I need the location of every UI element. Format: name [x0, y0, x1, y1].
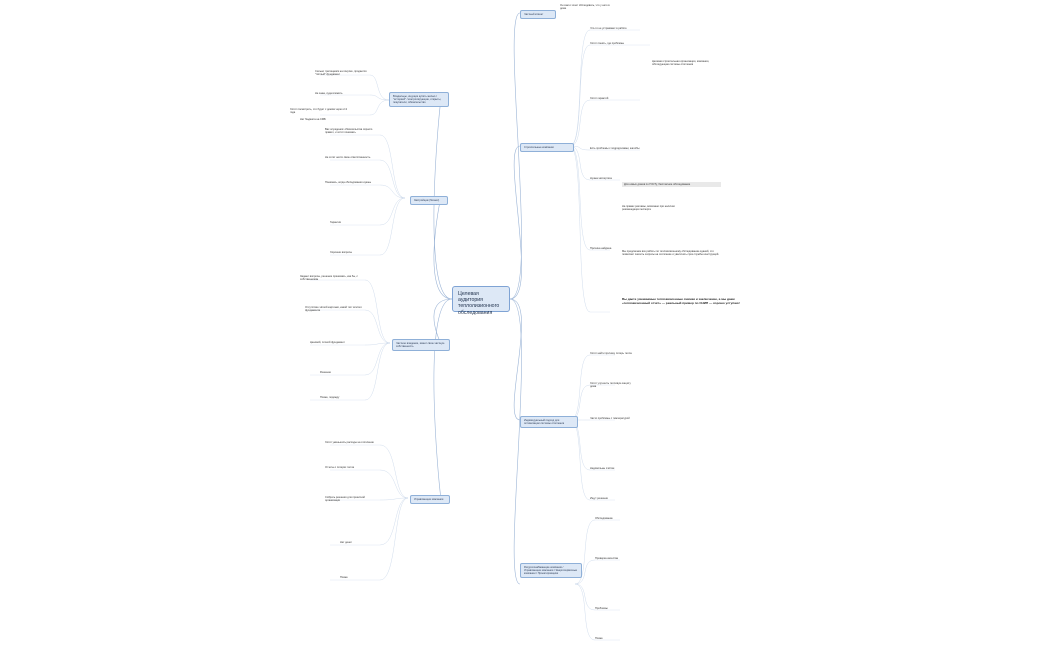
- topic-private-owner[interactable]: Частное владение, имеет свою частную соб…: [392, 339, 450, 352]
- construction-block-3: На правах рекламы, возможно при наличии …: [622, 205, 675, 212]
- construction-item-6: Причина найдена: [590, 247, 612, 250]
- resource-item-1: Обследование: [595, 517, 613, 520]
- resource-item-3: Проблемы: [595, 607, 608, 610]
- construction-item-4: Есть проблемы с подрядчиками, жалобы: [590, 147, 640, 150]
- topic-construction-companies[interactable]: Строительные компании: [520, 143, 574, 153]
- topic-developer[interactable]: Застройщик (бизнес): [410, 196, 448, 206]
- owners-item-3: Хотят посмотреть, что будет с домом чере…: [290, 108, 347, 115]
- owners-item-1: Сильно тратящаяся на покупке, продается …: [315, 70, 367, 77]
- construction-item-2: Хотят понять, где проблемы: [590, 42, 625, 45]
- topic-private-client[interactable]: Частный клиент: [520, 10, 556, 20]
- private-owner-item-1: Задают вопросы, решение принимать, как б…: [300, 275, 358, 282]
- topic-resource-companies[interactable]: Ресурсоснабжающие компании / Управляющие…: [520, 563, 582, 579]
- private-owner-item-3: Ценовой, плохой фундамент: [310, 341, 345, 344]
- management-item-4: Нет денег: [340, 541, 352, 544]
- construction-bold-text: Вы даете узнаваемые тепловизионные снимк…: [622, 297, 740, 305]
- developer-item-2: Не хотят нести свою ответственность: [325, 156, 371, 159]
- private-owner-item-5: Позже, подожду: [320, 396, 340, 399]
- resource-item-4: Позже: [595, 637, 603, 640]
- individual-item-3: Часто проблемы с температурой: [590, 417, 630, 420]
- owners-item-2: Не знаю, куда вложить: [315, 92, 343, 95]
- developer-item-5: Хорошие вопросы: [330, 251, 352, 254]
- individual-item-1: Хотят найти причину потерь тепла: [590, 352, 632, 355]
- construction-long-text: Мы предлагаем все работы по тепловизионн…: [622, 250, 720, 257]
- developer-item-4: Гарантии: [330, 221, 342, 224]
- central-topic[interactable]: Целевая аудитория теплолизионного обслед…: [452, 286, 510, 316]
- management-item-1: Хотят уменьшить расходы на отопление: [325, 441, 374, 444]
- management-item-2: Отчеты о потерях тепла: [325, 466, 355, 469]
- management-item-5: Позже: [340, 576, 348, 579]
- individual-item-2: Хотят улучшить тепловую защиту дома: [590, 382, 631, 389]
- construction-item-3: Хотят гарантий: [590, 97, 609, 100]
- construction-item-1: Что-то не устраивает в работе: [590, 27, 627, 30]
- construction-item-5: Нужна экспертиза: [590, 177, 612, 180]
- resource-item-2: Проверка качества: [595, 557, 618, 560]
- topic-management-companies[interactable]: Управляющие компании: [410, 495, 450, 505]
- management-item-3: Собрать решения для проектной организаци…: [325, 496, 365, 503]
- private-owner-item-4: Решение: [320, 371, 331, 374]
- private-owner-item-2: Отсутствие чёткой картинки, какой тип те…: [305, 306, 362, 313]
- topic-individual-approach[interactable]: Индивидуальный подход для оптимизации си…: [520, 416, 578, 429]
- owners-item-4: Нет бюджета на СМБ: [300, 118, 326, 121]
- construction-block-1: Целевая строительная организация, компан…: [652, 60, 710, 67]
- individual-item-5: Ищут решение: [590, 497, 608, 500]
- construction-block-2: Для новых домов по ГОСТу, бесплатное обс…: [622, 182, 721, 188]
- individual-item-4: Недовольны счётом: [590, 467, 615, 470]
- private-client-note: Он сам и хочет обследовать, что у него в…: [560, 4, 610, 11]
- developer-item-3: Понимать, когда обследования нужны: [325, 181, 372, 184]
- topic-owners[interactable]: Владельцы, ищущие купить жильё с "истори…: [389, 92, 449, 108]
- developer-item-1: Вас осуждения: обязательства чёрного пра…: [325, 128, 373, 135]
